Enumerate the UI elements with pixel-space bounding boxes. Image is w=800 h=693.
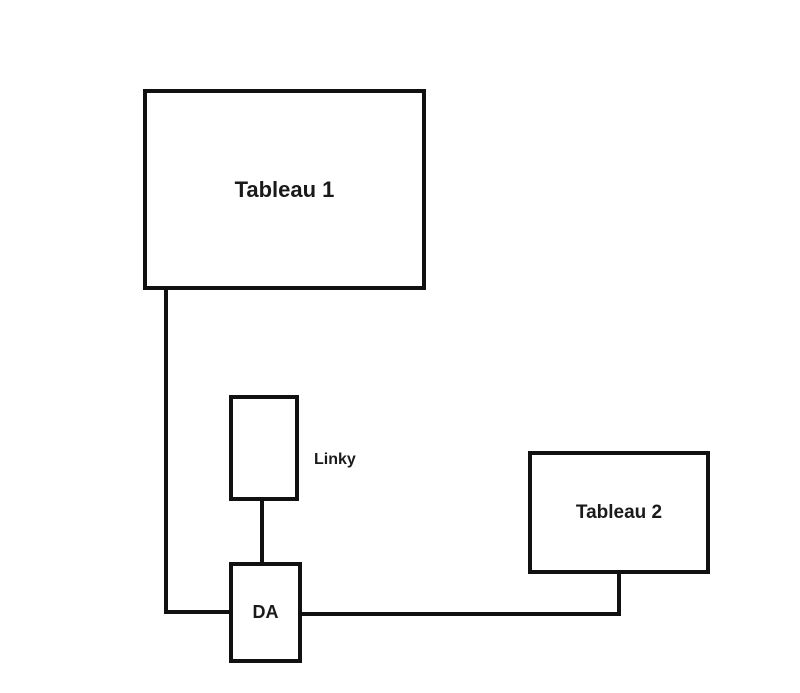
tableau1-label: Tableau 1 bbox=[234, 176, 335, 202]
tableau2-node: Tableau 2 bbox=[528, 451, 710, 574]
edge-tableau1-da bbox=[164, 288, 231, 614]
da-node: DA bbox=[229, 562, 302, 663]
tableau1-node: Tableau 1 bbox=[143, 89, 426, 290]
tableau2-label: Tableau 2 bbox=[575, 501, 663, 523]
da-label: DA bbox=[252, 602, 279, 622]
linky-node bbox=[229, 395, 299, 501]
linky-label: Linky bbox=[314, 451, 356, 468]
edge-da-tableau2 bbox=[300, 572, 621, 616]
